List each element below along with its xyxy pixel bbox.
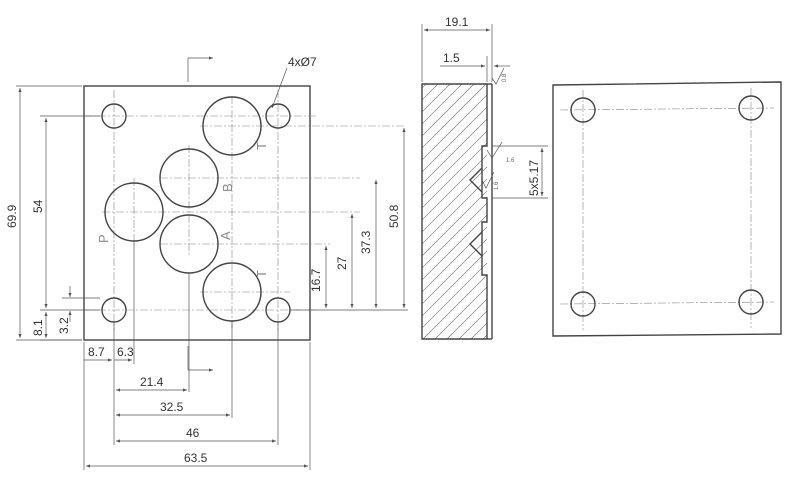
roughness-1-6-b: 1.6 [494, 181, 500, 190]
hatch-line [422, 153, 487, 245]
dim-27: 27 [335, 256, 349, 270]
port-label-t-bottom: T [254, 270, 269, 278]
hatch-line [422, 141, 487, 233]
back-hole-bottom-left [570, 291, 596, 317]
roughness-0-8: 0.8 [502, 73, 508, 82]
dims-horizontal: 8.7 6.3 21.4 32.5 46 63.5 [83, 241, 311, 470]
dims-vertical-left: 69.9 54 8.1 3.2 [5, 85, 100, 341]
hatch-line [422, 84, 487, 113]
hatch-line [422, 297, 487, 339]
roughness-1-6-a: 1.6 [506, 158, 515, 164]
port-label-p: P [96, 234, 111, 243]
hatch-line [422, 84, 487, 149]
dim-21-4: 21.4 [140, 375, 164, 389]
port-label-b: B [220, 183, 235, 192]
dim-69-9: 69.9 [5, 204, 19, 228]
front-plate-outline [83, 85, 311, 341]
hatch-line [422, 177, 487, 269]
hatch-line [422, 189, 487, 281]
back-hole-top-left [570, 97, 596, 123]
slot-chamfer-upper [469, 167, 483, 193]
hatch-line [422, 165, 487, 257]
dim-3-2: 3.2 [57, 317, 71, 334]
dim-8-1: 8.1 [31, 319, 45, 336]
back-hole-bottom-right [738, 289, 764, 315]
hatch-line [422, 84, 487, 173]
mounting-hole-top-left [101, 103, 127, 129]
hatch-line [422, 225, 487, 317]
hatch-line [422, 237, 487, 329]
hatch-line [422, 333, 487, 339]
back-hole-top-right [738, 95, 764, 121]
side-view: 19.1 1.5 0.8 1.6 1.6 5x5.17 [410, 15, 548, 436]
dim-63-5: 63.5 [184, 451, 208, 465]
back-plate-outline [552, 81, 782, 337]
front-center-lines [84, 90, 405, 330]
roughness-symbol-top [491, 67, 505, 85]
hatch-line [422, 84, 487, 161]
hole-callout: 4xØ7 [271, 55, 317, 109]
roughness-symbol-slot [481, 171, 495, 189]
port-t-top [202, 96, 262, 156]
hatch-line [422, 321, 487, 339]
back-view [552, 81, 782, 337]
dim-54: 54 [31, 199, 45, 213]
hatch-line [422, 309, 487, 339]
hatch-line [410, 346, 500, 436]
hatch-line [422, 261, 487, 339]
hatch-line [422, 249, 487, 339]
dim-1-5: 1.5 [443, 51, 460, 65]
mounting-hole-top-right [265, 103, 291, 129]
hole-callout-text: 4xØ7 [288, 55, 317, 69]
port-label-a: A [218, 231, 233, 240]
port-label-t-top: T [254, 142, 269, 150]
dim-5x5-17: 5x5.17 [527, 160, 541, 196]
dims-vertical-right: 50.8 37.3 27 16.7 [290, 127, 408, 311]
dim-46: 46 [186, 426, 200, 440]
hatch-line [422, 84, 487, 137]
dim-16-7: 16.7 [309, 268, 323, 292]
dim-50-8: 50.8 [387, 204, 401, 228]
section-arrow-top [187, 56, 213, 82]
port-b [159, 148, 219, 208]
hatch-line [422, 93, 487, 185]
hatch-line [422, 84, 487, 101]
dim-6-3: 6.3 [117, 345, 134, 359]
slot-chamfer-lower [469, 231, 483, 257]
hatch-line [422, 273, 487, 339]
dim-8-7: 8.7 [88, 345, 105, 359]
roughness-symbol-mid [486, 141, 503, 159]
side-hatching [410, 84, 500, 436]
dim-19-1: 19.1 [445, 15, 469, 29]
dim-32-5: 32.5 [160, 400, 184, 414]
hatch-line [422, 105, 487, 197]
section-arrow-bottom [187, 346, 213, 372]
hatch-line [422, 84, 487, 125]
hatch-line [422, 213, 487, 305]
hatch-line [422, 201, 487, 293]
hatch-line [422, 285, 487, 339]
dim-37-3: 37.3 [359, 230, 373, 254]
front-view: P A B T T 4xØ7 69.9 54 8.1 3.2 [5, 55, 408, 470]
hatch-line [422, 129, 487, 221]
hatch-line [422, 117, 487, 209]
